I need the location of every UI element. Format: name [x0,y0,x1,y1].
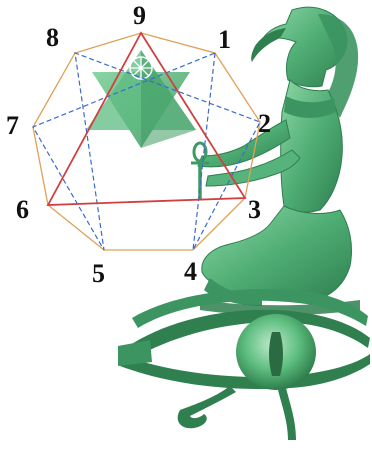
point-label-1: 1 [218,25,231,54]
point-label-3: 3 [248,195,261,224]
point-label-8: 8 [46,23,59,52]
point-label-6: 6 [16,195,29,224]
point-label-4: 4 [184,257,197,286]
point-label-2: 2 [258,109,271,138]
point-label-9: 9 [133,1,146,30]
point-label-7: 7 [6,111,19,140]
point-label-5: 5 [92,259,105,288]
